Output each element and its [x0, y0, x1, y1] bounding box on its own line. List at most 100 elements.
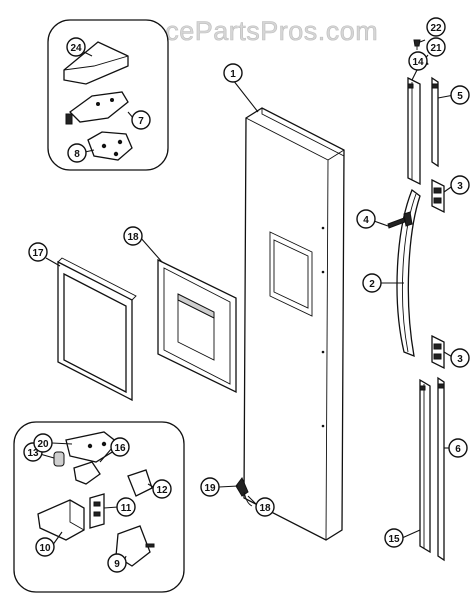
callout-10-label: 10	[39, 543, 51, 554]
leader-16	[99, 447, 113, 463]
lower-hinge-inset	[13, 421, 185, 593]
screw-4	[387, 211, 413, 229]
part-12	[127, 469, 153, 497]
leader-13	[39, 453, 55, 459]
callout-11-label: 11	[121, 503, 132, 514]
callout-20: 19	[200, 477, 220, 497]
plate-hole	[87, 443, 93, 449]
callout-5-circle	[450, 85, 470, 105]
callout-24-circle	[66, 37, 86, 57]
lower-bracket-fold	[69, 500, 85, 531]
upper-end-cap-slot	[433, 187, 442, 194]
callout-6: 6	[448, 438, 468, 458]
door-corner	[327, 149, 345, 161]
door-outer	[243, 107, 345, 541]
leader-19	[247, 495, 257, 505]
screw-dot	[321, 350, 325, 354]
upper-trim-14	[407, 76, 421, 186]
upper-trim-clip	[407, 83, 414, 89]
dispenser-cutout-inner	[273, 239, 309, 309]
panel-border	[163, 267, 231, 385]
callout-20-label: 19	[204, 483, 216, 494]
panel-window-top	[177, 293, 215, 319]
handle-2	[396, 188, 421, 358]
door-bottom-parts	[235, 477, 253, 507]
callout-22-label: 21	[430, 43, 442, 54]
callout-14-circle	[408, 51, 428, 71]
callout-19-circle	[255, 497, 275, 517]
callout-24-label: 24	[70, 43, 82, 54]
hinge-cover-9	[115, 525, 151, 567]
shim-slot	[93, 511, 101, 517]
callout-19-label: 18	[259, 503, 271, 514]
handle-cap-lower	[431, 334, 445, 370]
callout-17-label: 17	[32, 248, 44, 259]
bracket-hole	[101, 143, 107, 149]
callout-23-circle	[426, 17, 446, 37]
leader-15	[401, 529, 421, 539]
upper-thin-strip	[431, 76, 439, 168]
gasket-inner	[63, 272, 127, 394]
callout-20-circle	[200, 477, 220, 497]
callout-23: 22	[426, 17, 446, 37]
callout-2: 2	[362, 273, 382, 293]
callout-12: 12	[152, 479, 172, 499]
callout-24: 24	[66, 37, 86, 57]
upper-strip-clip	[431, 83, 439, 89]
callout-15: 15	[384, 528, 404, 548]
callout-3-upper: 3	[450, 175, 470, 195]
hinge-hole	[110, 98, 114, 102]
lower-trim-strip	[419, 378, 431, 554]
leader-20	[218, 485, 239, 488]
upper-end-cap	[431, 178, 445, 214]
handle-highlight	[401, 193, 417, 353]
callout-10-circle	[35, 537, 55, 557]
callout-9: 9	[107, 553, 127, 573]
callout-6-label: 6	[455, 444, 461, 455]
callout-14: 14	[408, 51, 428, 71]
panel-outer	[157, 258, 237, 394]
upper-trim-strip	[407, 76, 421, 186]
lower-end-cap-slot	[433, 343, 442, 350]
callout-12-circle	[152, 479, 172, 499]
hinge-bracket-part	[87, 131, 133, 161]
callout-1-label: 1	[230, 69, 236, 80]
lower-end-cap	[431, 334, 445, 370]
hinge-inset	[47, 19, 169, 171]
callout-21-label: 20	[37, 439, 49, 450]
callout-10: 10	[35, 537, 55, 557]
callout-22: 21	[426, 37, 446, 57]
leader-4	[373, 220, 389, 227]
callout-14-label: 14	[412, 57, 424, 68]
callouts: 1 2 3 3 4 5 6 7 8 9 10 11 12 13 14 15 16…	[23, 17, 470, 573]
hinge-pin-13	[53, 451, 65, 467]
callout-2-circle	[362, 273, 382, 293]
callout-9-circle	[107, 553, 127, 573]
callout-17-circle	[28, 242, 48, 262]
callout-4: 4	[356, 209, 376, 229]
bracket-hole	[117, 139, 123, 145]
callout-23-label: 22	[430, 23, 442, 34]
leader-17	[45, 257, 61, 267]
plate-hole	[101, 441, 107, 447]
leader-18	[139, 236, 163, 263]
callout-7-label: 7	[138, 116, 144, 127]
lower-strip-clip	[437, 383, 445, 389]
hinge-pin	[65, 113, 73, 125]
lower-trim-15	[419, 378, 431, 554]
screw-dot	[321, 270, 325, 274]
callout-3-lower-circle	[450, 348, 470, 368]
callout-7: 7	[131, 110, 151, 130]
cover-tab	[145, 543, 155, 548]
screw-23	[413, 39, 421, 47]
callout-8: 8	[67, 143, 87, 163]
callout-15-circle	[384, 528, 404, 548]
callout-11-circle	[116, 497, 136, 517]
callout-1-circle	[223, 63, 243, 83]
callout-4-label: 4	[363, 215, 369, 226]
upper-end-cap-slot	[433, 197, 442, 204]
callout-8-circle	[67, 143, 87, 163]
upper-strip-5	[431, 76, 439, 168]
callout-12-label: 12	[156, 485, 168, 496]
